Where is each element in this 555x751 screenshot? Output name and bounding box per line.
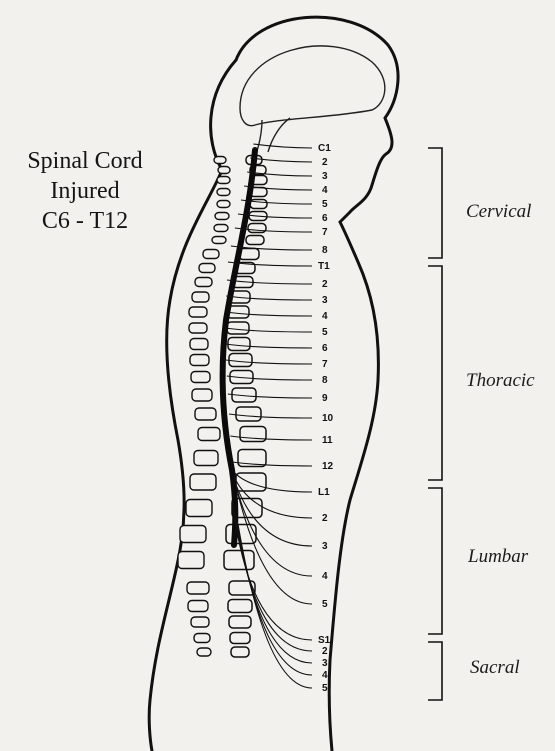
level-label-lumbar-2: 2	[322, 513, 328, 524]
vertebra-body-sacral-2	[228, 600, 252, 613]
level-label-cervical-4: 4	[322, 185, 328, 196]
spinous-process-thoracic-12	[198, 428, 220, 441]
nerve-line-cervical-1	[253, 144, 312, 148]
vertebra-body-thoracic-6	[227, 322, 249, 334]
spinous-process-thoracic-3	[195, 278, 212, 287]
spinous-process-lumbar-2	[190, 474, 216, 490]
spinous-process-lumbar-1	[194, 451, 218, 466]
region-label-sacral: Sacral	[470, 657, 520, 679]
spinous-process-lumbar-5	[178, 552, 204, 569]
spinous-process-thoracic-7	[190, 339, 208, 350]
level-label-thoracic-12: 12	[322, 461, 334, 472]
spinous-process-cervical-5	[217, 201, 230, 208]
spinous-process-sacral-5	[197, 648, 211, 656]
level-label-thoracic-10: 10	[322, 413, 334, 424]
bracket-cervical	[428, 148, 442, 258]
spinous-process-thoracic-11	[195, 408, 216, 420]
spinous-process-sacral-2	[188, 601, 208, 612]
level-label-cervical-8: 8	[322, 245, 328, 256]
injury-label-line-2: Injured	[0, 176, 170, 206]
spinous-process-thoracic-9	[191, 372, 210, 383]
spinous-process-lumbar-3	[186, 500, 212, 517]
vertebra-body-thoracic-8	[229, 354, 252, 367]
bracket-thoracic	[428, 266, 442, 480]
injury-label: Spinal Cord Injured C6 - T12	[0, 146, 170, 236]
level-label-thoracic-7: 7	[322, 359, 328, 370]
spinous-process-thoracic-2	[199, 264, 215, 273]
level-label-sacral-2: 2	[322, 646, 328, 657]
brain-outline	[240, 46, 385, 126]
level-label-sacral-5: 5	[322, 683, 328, 694]
level-label-thoracic-1: T1	[318, 261, 330, 272]
spinous-process-sacral-3	[191, 617, 209, 627]
vertebra-body-thoracic-7	[228, 338, 250, 351]
injury-label-line-1: Spinal Cord	[0, 146, 170, 176]
spinous-process-cervical-3	[217, 177, 230, 184]
region-label-thoracic: Thoracic	[466, 370, 535, 392]
level-label-thoracic-2: 2	[322, 279, 328, 290]
level-label-thoracic-5: 5	[322, 327, 328, 338]
spinous-process-cervical-8	[212, 237, 226, 244]
level-label-cervical-5: 5	[322, 199, 328, 210]
level-label-lumbar-5: 5	[322, 599, 328, 610]
level-label-cervical-1: C1	[318, 143, 331, 154]
level-label-thoracic-11: 11	[322, 435, 333, 446]
spinous-process-cervical-2	[218, 167, 230, 174]
spinous-process-thoracic-6	[189, 323, 207, 333]
level-label-sacral-3: 3	[322, 658, 328, 669]
level-label-cervical-7: 7	[322, 227, 328, 238]
level-label-thoracic-3: 3	[322, 295, 328, 306]
level-label-sacral-1: S1	[318, 635, 331, 646]
bracket-sacral	[428, 642, 442, 700]
level-label-thoracic-9: 9	[322, 393, 328, 404]
level-label-cervical-6: 6	[322, 213, 328, 224]
spinous-process-sacral-1	[187, 582, 209, 594]
spinous-process-lumbar-4	[180, 526, 206, 543]
injury-label-line-3: C6 - T12	[0, 206, 170, 236]
spinous-process-thoracic-1	[203, 250, 219, 259]
level-label-sacral-4: 4	[322, 670, 328, 681]
spinous-process-cervical-6	[215, 213, 229, 220]
region-brackets	[428, 148, 442, 700]
level-label-lumbar-3: 3	[322, 541, 328, 552]
vertebra-body-sacral-3	[229, 616, 251, 628]
level-label-cervical-3: 3	[322, 171, 328, 182]
spinous-process-thoracic-4	[192, 292, 209, 302]
spinous-process-sacral-4	[194, 634, 210, 643]
level-label-cervical-2: 2	[322, 157, 328, 168]
spinous-process-cervical-7	[214, 225, 228, 232]
level-label-thoracic-4: 4	[322, 311, 328, 322]
vertebra-body-thoracic-11	[236, 407, 261, 421]
spinous-process-thoracic-5	[189, 307, 207, 317]
vertebra-body-cervical-8	[246, 236, 264, 245]
level-label-lumbar-4: 4	[322, 571, 328, 582]
level-label-lumbar-1: L1	[318, 487, 330, 498]
level-label-thoracic-6: 6	[322, 343, 328, 354]
spinous-process-cervical-4	[217, 189, 230, 196]
region-label-lumbar: Lumbar	[468, 546, 528, 568]
region-label-cervical: Cervical	[466, 201, 531, 223]
vertebra-body-sacral-4	[230, 633, 250, 644]
spinous-process-thoracic-10	[192, 389, 212, 401]
spinous-process-cervical-1	[214, 157, 226, 164]
vertebra-body-lumbar-5	[224, 551, 254, 570]
bracket-lumbar	[428, 488, 442, 634]
vertebra-body-sacral-5	[231, 647, 249, 657]
spinous-process-thoracic-8	[190, 355, 209, 366]
level-label-thoracic-8: 8	[322, 375, 328, 386]
